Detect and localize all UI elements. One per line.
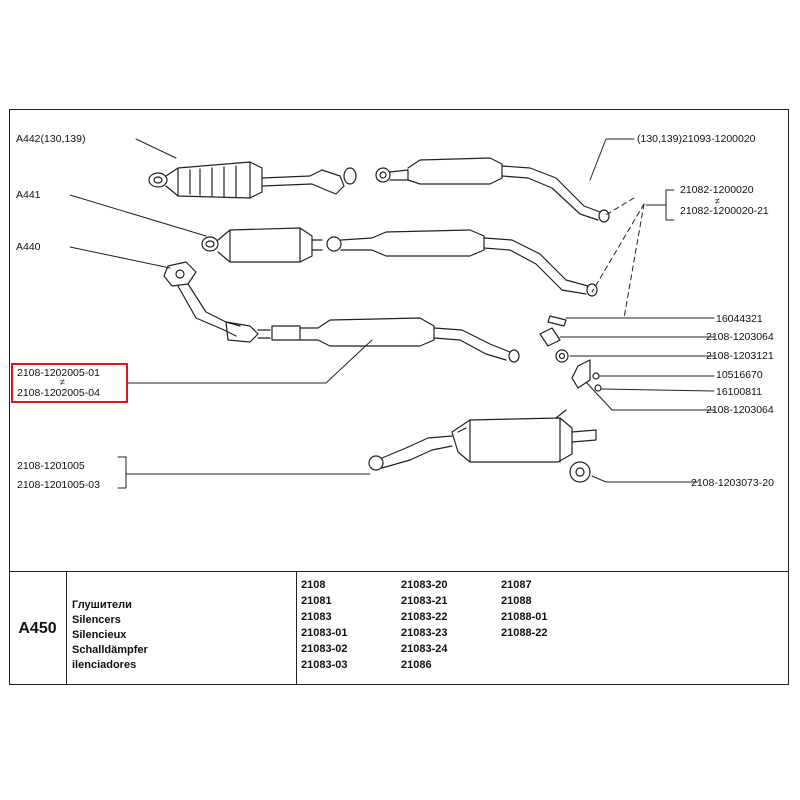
catalyst-a441 <box>201 227 598 297</box>
label-2108-1201005: 2108-1201005 <box>17 460 85 472</box>
model-cell: 21083-01 <box>301 627 348 639</box>
label-2108-1203064-a: 2108-1203064 <box>706 331 774 343</box>
highlight-box <box>11 363 128 403</box>
label-2108-1203121: 2108-1203121 <box>706 350 774 362</box>
footer-table: A450 Глушители Silencers Silencieux Scha… <box>9 571 789 685</box>
section-names: Глушители Silencers Silencieux Schalldäm… <box>67 572 297 685</box>
label-130-139-21093-1200020: (130,139)21093-1200020 <box>637 133 756 145</box>
label-21082-1200020-21: 21082-1200020-21 <box>680 205 769 217</box>
label-2108-1201005-03: 2108-1201005-03 <box>17 479 100 491</box>
name-en: Silencers <box>72 614 121 626</box>
model-cell: 21083-23 <box>401 627 448 639</box>
bracket-icon <box>539 327 561 347</box>
alt-marker: ≠ <box>60 377 65 387</box>
hardware-parts <box>539 315 602 483</box>
label-a441: A441 <box>16 189 41 201</box>
model-cell: 21083 <box>301 611 332 623</box>
label-a442: A442(130,139) <box>16 133 86 145</box>
model-cell: 21083-21 <box>401 595 448 607</box>
drawing-sheet <box>9 109 789 685</box>
label-16100811: 16100811 <box>716 386 762 398</box>
label-21082-1200020: 21082-1200020 <box>680 184 754 196</box>
nut-icon <box>592 372 600 380</box>
label-2108-1202005-01: 2108-1202005-01 <box>17 367 100 379</box>
model-cell: 21088 <box>501 595 532 607</box>
name-es: ilenciadores <box>72 659 137 671</box>
model-cell: 21088-01 <box>501 611 548 623</box>
label-2108-1203064-b: 2108-1203064 <box>706 404 774 416</box>
name-ru: Глушители <box>72 599 132 611</box>
model-cell: 21081 <box>301 595 332 607</box>
clamp-icon <box>571 359 591 389</box>
label-2108-1203073-20: 2108-1203073-20 <box>691 477 774 489</box>
bolt-icon <box>547 315 567 327</box>
alt-marker-2: ≠ <box>715 196 720 206</box>
intermediate-silencer-a442 <box>375 157 610 223</box>
label-a440: A440 <box>16 241 41 253</box>
down-pipe-a440 <box>163 261 520 363</box>
model-cell: 21083-03 <box>301 659 348 671</box>
label-16044321: 16044321 <box>716 313 763 325</box>
washer-icon <box>555 349 569 363</box>
model-cell: 21087 <box>501 579 532 591</box>
label-2108-1202005-04: 2108-1202005-04 <box>17 387 100 399</box>
dashed-connectors <box>591 197 645 319</box>
section-code: A450 <box>9 572 67 685</box>
model-cell: 21083-22 <box>401 611 448 623</box>
name-fr: Silencieux <box>72 629 127 641</box>
main-muffler <box>368 409 597 471</box>
catalyst-a442 <box>148 161 357 199</box>
rubber-mount-icon <box>569 461 591 483</box>
name-de: Schalldämpfer <box>72 644 148 656</box>
model-cell: 21083-20 <box>401 579 448 591</box>
label-10516670: 10516670 <box>716 369 763 381</box>
model-cell: 2108 <box>301 579 326 591</box>
model-cell: 21083-02 <box>301 643 348 655</box>
leader-lines <box>69 138 715 489</box>
nut-icon-2 <box>594 384 602 392</box>
model-cell: 21083-24 <box>401 643 448 655</box>
model-cell: 21088-22 <box>501 627 548 639</box>
model-cell: 21086 <box>401 659 432 671</box>
